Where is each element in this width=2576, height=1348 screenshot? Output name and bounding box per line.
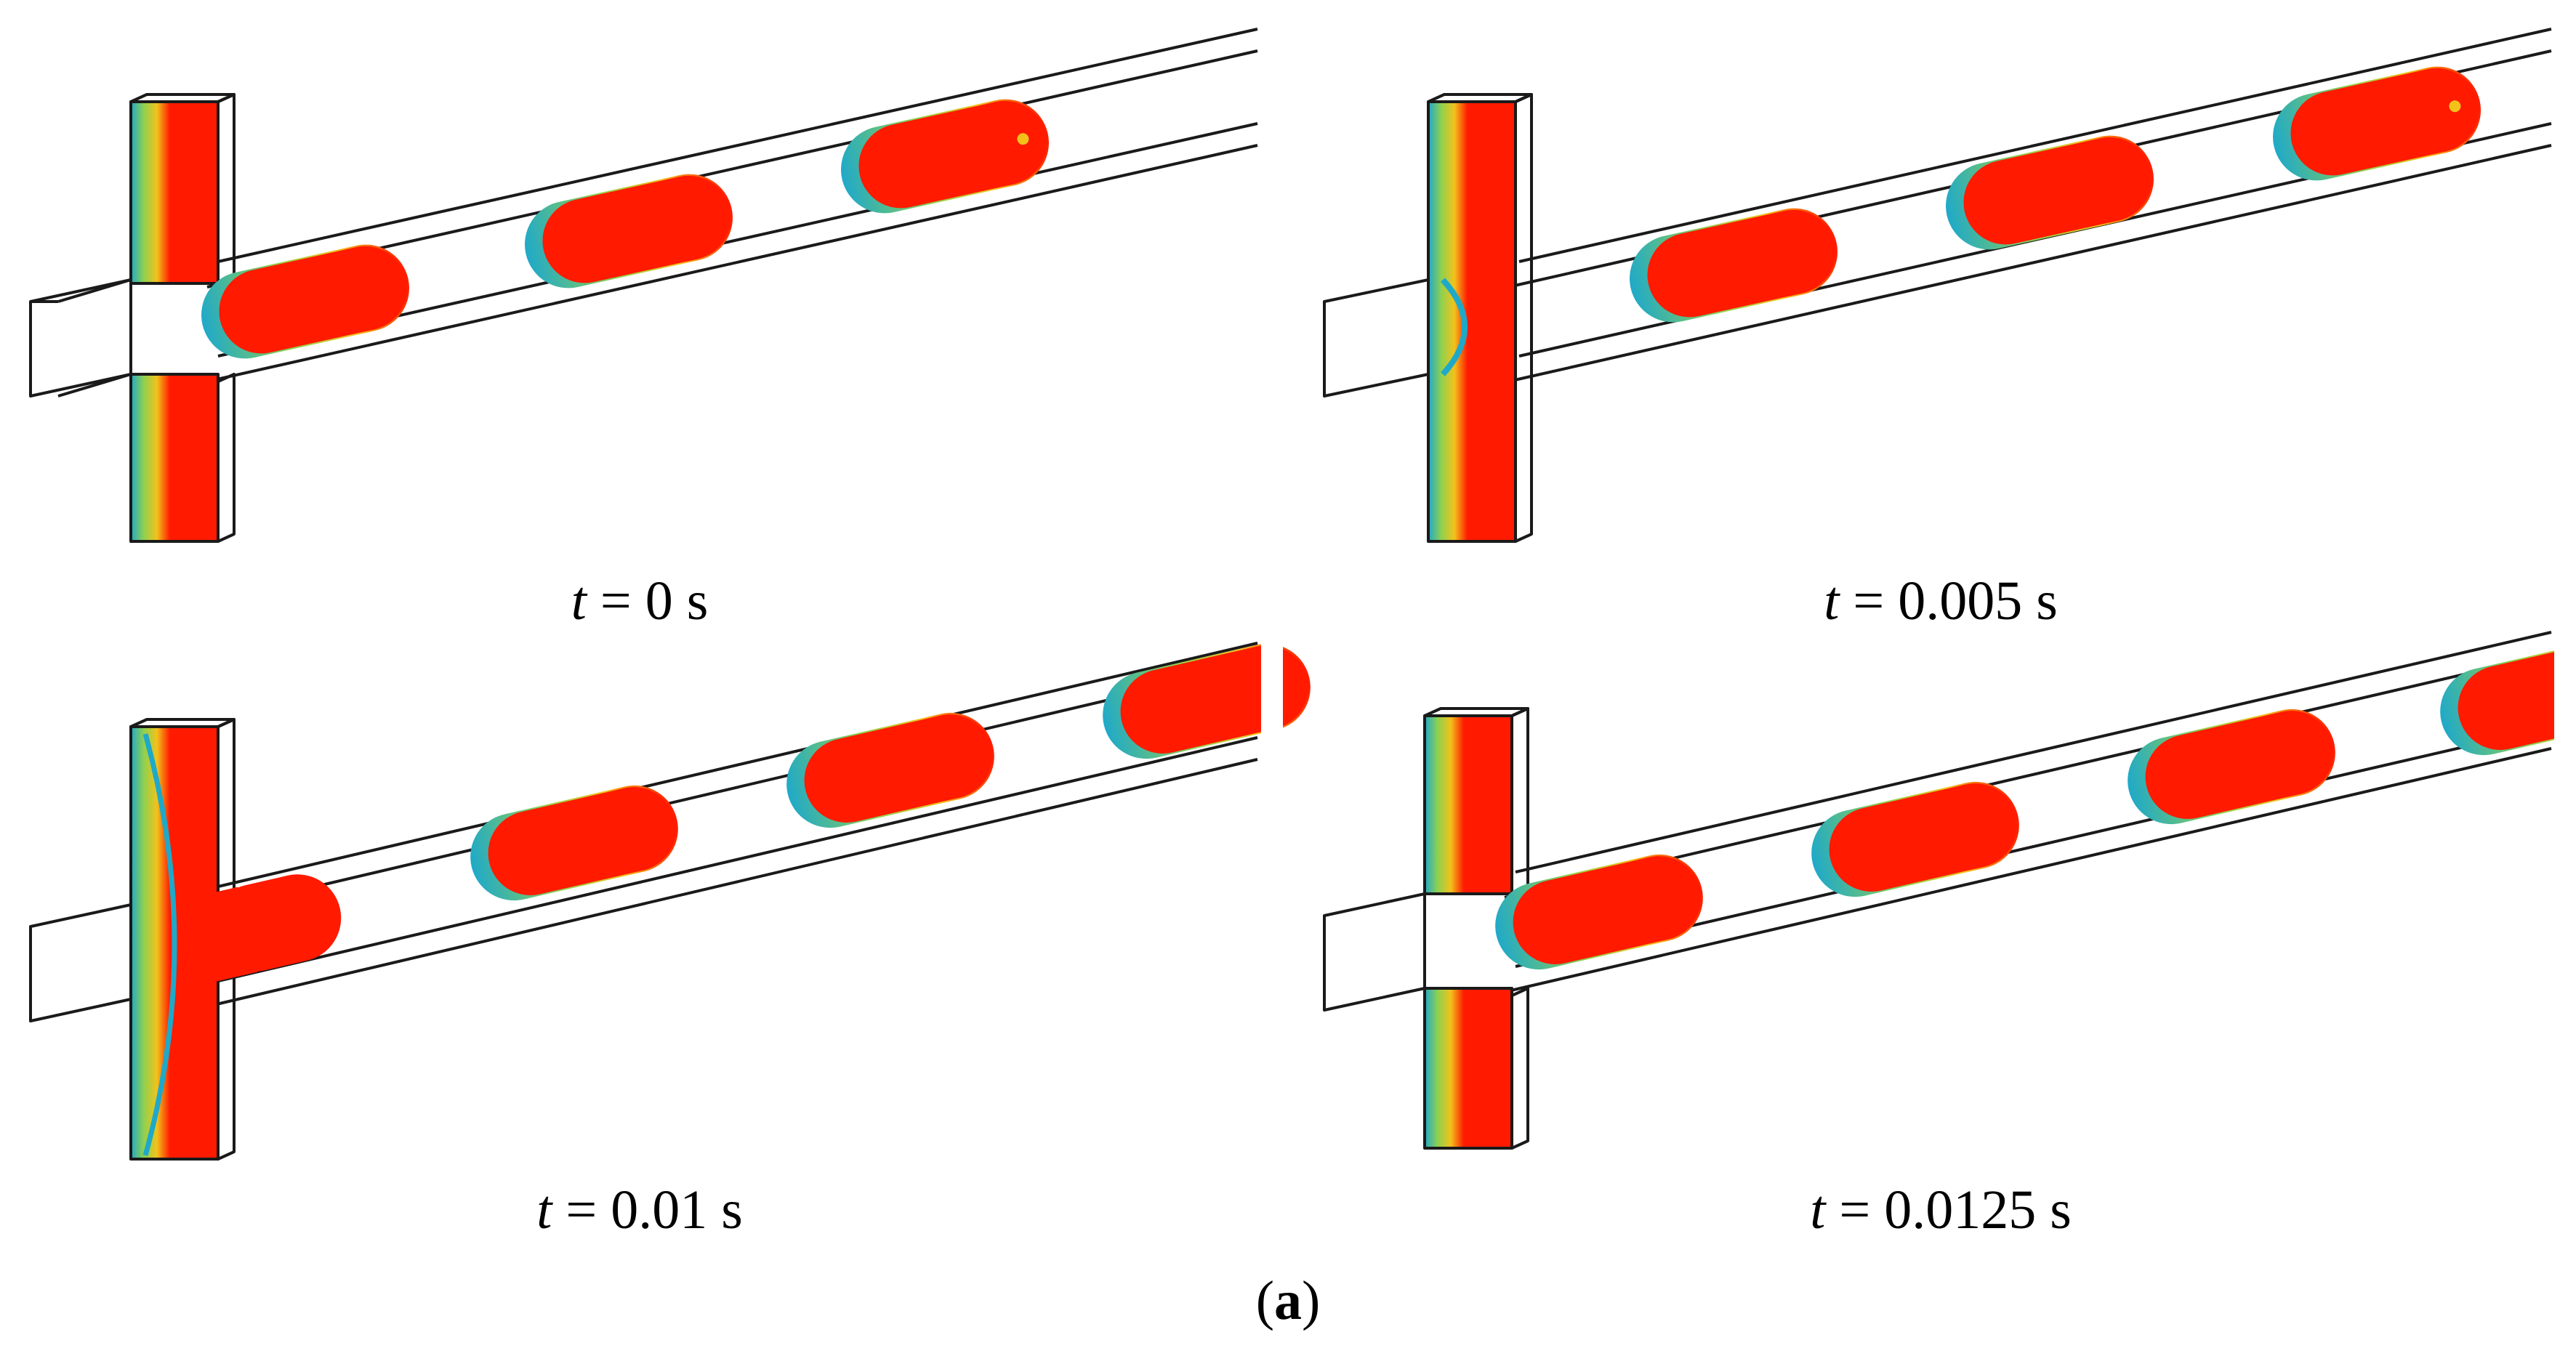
inlet-channel <box>1323 278 1430 397</box>
droplet <box>1811 781 2019 897</box>
droplet <box>2128 709 2335 825</box>
side-fluid-bottom <box>131 374 218 541</box>
droplet <box>1946 135 2154 250</box>
panel-t0: t = 0 s <box>29 28 1258 631</box>
side-channel-bottom <box>129 373 236 543</box>
droplet <box>2440 639 2576 756</box>
main-channel <box>206 642 1258 1008</box>
side-channel-top <box>129 93 236 285</box>
side-channel <box>1427 93 1533 543</box>
side-fluid-merged <box>1428 102 1516 541</box>
droplet <box>841 99 1049 214</box>
time-label: t = 0.01 s <box>536 1179 743 1240</box>
side-fluid-top <box>1425 716 1512 894</box>
side-fluid-bottom <box>1425 988 1512 1148</box>
time-label: t = 0.0125 s <box>1810 1179 2072 1240</box>
time-label: t = 0.005 s <box>1824 570 2058 631</box>
droplet-forming <box>181 874 342 985</box>
inlet-channel <box>29 903 132 1022</box>
inlet-channel <box>29 278 132 397</box>
droplet <box>470 785 678 901</box>
side-channel-bottom <box>1423 987 1529 1150</box>
panel-t001: t = 0.01 s <box>29 632 1311 1240</box>
droplet <box>1495 854 1703 970</box>
side-channel-top <box>1423 707 1529 895</box>
droplet <box>2273 66 2481 181</box>
droplet <box>1630 208 1838 323</box>
panel-t00125: t = 0.0125 s <box>1323 625 2576 1240</box>
droplet <box>786 712 994 828</box>
panel-t0005: t = 0.005 s <box>1323 28 2552 631</box>
droplet <box>525 174 733 288</box>
inlet-channel <box>1323 892 1426 1012</box>
subfigure-label: (a) <box>1256 1270 1321 1331</box>
side-fluid-top <box>131 102 218 283</box>
time-label: t = 0 s <box>571 570 709 631</box>
droplet <box>201 244 409 359</box>
